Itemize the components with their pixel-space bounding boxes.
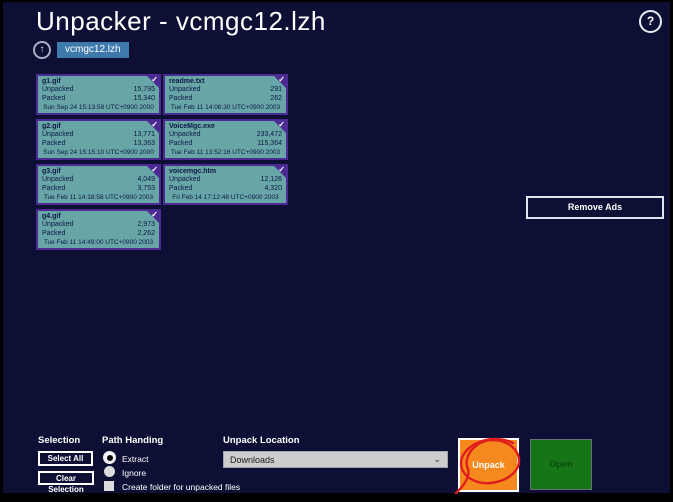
file-name: g4.gif	[42, 213, 61, 220]
selected-corner	[145, 166, 159, 180]
file-name: VoiceMgc.exe	[169, 123, 215, 130]
check-icon: ✓	[278, 165, 285, 174]
packed-label: Packed	[42, 94, 66, 102]
packed-label: Packed	[42, 229, 66, 237]
unpacked-label: Unpacked	[169, 131, 201, 138]
remove-ads-button[interactable]: Remove Ads	[526, 196, 664, 219]
ignore-radio[interactable]	[104, 466, 115, 477]
file-name: g3.gif	[42, 168, 61, 175]
unpack-location-group-title: Unpack Location	[223, 435, 300, 446]
packed-value: 3,753	[137, 184, 155, 192]
selected-corner	[272, 121, 286, 135]
path-handling-group-title: Path Handing	[102, 435, 164, 446]
unpacked-label: Unpacked	[42, 221, 74, 228]
ignore-radio-label[interactable]: Ignore	[122, 468, 147, 478]
file-tile-grid: g1.gif Unpacked 15,795 Packed 15,340 Sun S…	[36, 74, 288, 250]
selected-corner	[272, 76, 286, 90]
unpacked-label: Unpacked	[42, 86, 74, 93]
check-icon: ✓	[278, 120, 285, 129]
file-name: g2.gif	[42, 123, 61, 130]
selection-group-title: Selection	[38, 435, 81, 446]
unpack-button[interactable]: Unpack	[458, 438, 519, 492]
file-date: Sun Sep 24 15:15:10 UTC+0900 2000	[43, 149, 154, 156]
packed-label: Packed	[169, 139, 193, 147]
check-icon: ✓	[151, 120, 158, 129]
help-icon[interactable]: ?	[639, 10, 662, 33]
up-arrow-icon[interactable]: ↑	[33, 41, 51, 59]
check-icon: ✓	[151, 75, 158, 84]
unpacked-label: Unpacked	[42, 131, 74, 138]
selected-corner	[145, 211, 159, 225]
page-title: Unpacker - vcmgc12.lzh	[36, 6, 326, 36]
unpacked-label: Unpacked	[42, 176, 74, 183]
select-all-button[interactable]: Select All	[38, 451, 93, 466]
file-tile-voicemgc-exe[interactable]: VoiceMgc.exe Unpacked 233,472 Packed 115,3…	[163, 119, 288, 160]
open-button[interactable]: Open	[530, 439, 592, 490]
packed-label: Packed	[42, 139, 66, 147]
selected-corner	[145, 121, 159, 135]
file-date: Tue Feb 11 14:49:00 UTC+0900 2003	[43, 239, 154, 246]
unpacked-value: 15,795	[133, 86, 155, 93]
selected-corner	[272, 166, 286, 180]
packed-label: Packed	[169, 184, 193, 192]
packed-label: Packed	[169, 94, 193, 102]
check-icon: ✓	[151, 165, 158, 174]
check-icon: ✓	[278, 75, 285, 84]
breadcrumb: ↑ vcmgc12.lzh	[33, 41, 129, 59]
chevron-down-icon: ⌄	[433, 454, 441, 464]
file-date: Tue Feb 11 14:18:58 UTC+0900 2003	[43, 194, 154, 201]
file-date: Tue Feb 11 13:52:16 UTC+0900 2003	[170, 149, 281, 156]
breadcrumb-tag[interactable]: vcmgc12.lzh	[57, 42, 129, 58]
file-tile-g2[interactable]: g2.gif Unpacked 13,771 Packed 13,363 Sun S…	[36, 119, 161, 160]
unpacked-value: 12,126	[260, 176, 282, 183]
file-name: g1.gif	[42, 78, 61, 85]
extract-radio-label[interactable]: Extract	[122, 454, 149, 464]
file-date: Sun Sep 24 15:13:58 UTC+0900 2000	[43, 104, 154, 111]
file-tile-g1[interactable]: g1.gif Unpacked 15,795 Packed 15,340 Sun S…	[36, 74, 161, 115]
unpacked-value: 233,472	[256, 131, 282, 138]
file-name: readme.txt	[169, 78, 205, 85]
unpack-location-dropdown[interactable]: Downloads ⌄	[223, 451, 448, 468]
unpacked-label: Unpacked	[169, 176, 201, 183]
clear-selection-button[interactable]: Clear Selection	[38, 471, 94, 494]
file-date: Tue Feb 11 14:08:30 UTC+0900 2003	[170, 104, 281, 111]
file-date: Fri Feb 14 17:12:48 UTC+0900 2003	[172, 194, 279, 201]
packed-value: 115,364	[257, 139, 282, 147]
selected-corner	[145, 76, 159, 90]
packed-value: 15,340	[133, 94, 155, 102]
file-name: voicemgc.htm	[169, 168, 217, 175]
create-folder-checkbox[interactable]	[104, 481, 114, 491]
unpack-location-value: Downloads	[230, 454, 275, 465]
packed-value: 262	[270, 94, 282, 102]
check-icon: ✓	[151, 210, 158, 219]
packed-value: 4,320	[264, 184, 282, 192]
extract-radio[interactable]	[103, 451, 116, 464]
packed-value: 2,262	[137, 229, 155, 237]
packed-value: 13,363	[133, 139, 155, 147]
app-window: Unpacker - vcmgc12.lzh ? ↑ vcmgc12.lzh g…	[3, 2, 670, 495]
create-folder-checkbox-label[interactable]: Create folder for unpacked files	[122, 482, 241, 492]
unpacked-label: Unpacked	[169, 86, 201, 93]
packed-label: Packed	[42, 184, 66, 192]
unpacked-value: 13,771	[133, 131, 155, 138]
